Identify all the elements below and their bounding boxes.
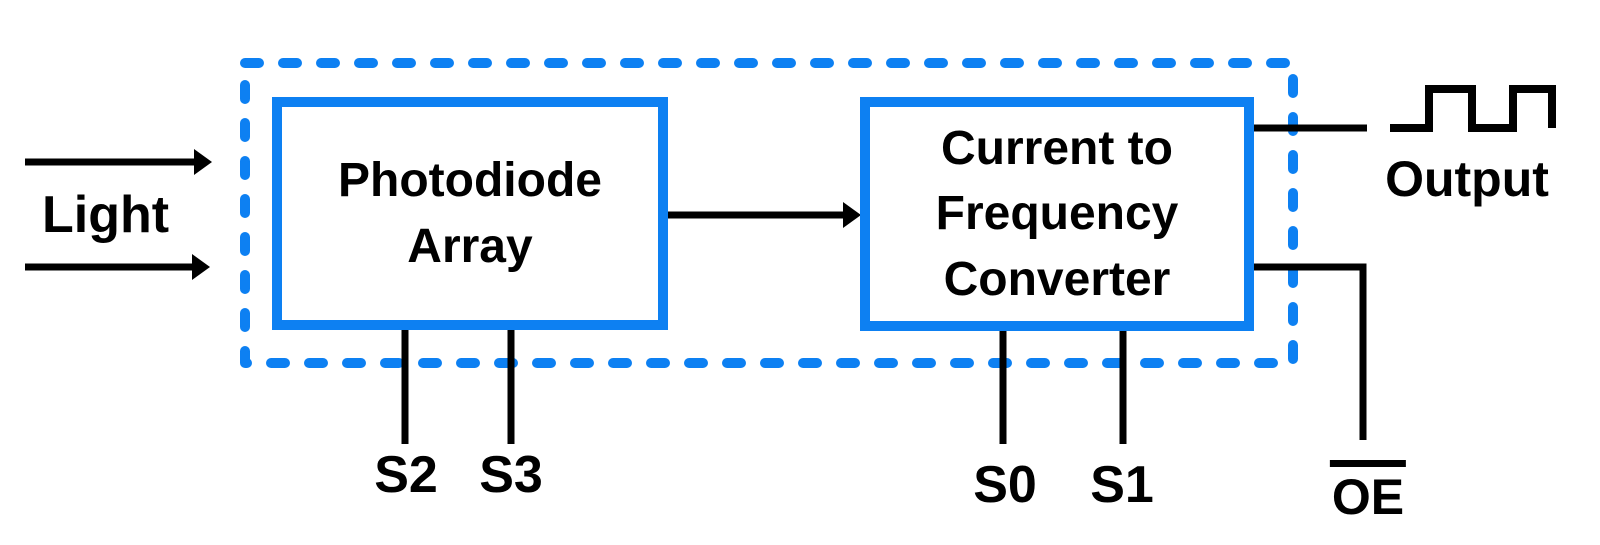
block-label-line: Current to xyxy=(941,122,1173,176)
current-to-frequency-converter-block: Current to Frequency Converter xyxy=(860,97,1254,331)
pin-label-oe: OE xyxy=(1329,460,1407,526)
pin-label-s0: S0 xyxy=(973,456,1037,514)
square-wave-icon xyxy=(1390,85,1556,132)
output-label: Output xyxy=(1385,151,1549,207)
photodiode-array-block: Photodiode Array xyxy=(272,97,668,330)
block-label-line: Converter xyxy=(943,252,1171,306)
oe-overline-text: OE xyxy=(1329,460,1407,526)
current-to-frequency-converter-label: Current to Frequency Converter xyxy=(936,116,1179,312)
light-label: Light xyxy=(42,186,170,244)
pin-label-s1: S1 xyxy=(1090,456,1154,514)
block-label-line: Array xyxy=(407,219,533,273)
pin-label-s2: S2 xyxy=(374,446,438,504)
oe-line xyxy=(1250,263,1367,440)
pin-label-s3: S3 xyxy=(479,446,543,504)
photodiode-array-label: Photodiode Array xyxy=(338,148,602,279)
block-label-line: Frequency xyxy=(935,187,1179,241)
chip-boundary-dashed-box xyxy=(240,58,1298,368)
block-label-line: Photodiode xyxy=(338,154,602,208)
